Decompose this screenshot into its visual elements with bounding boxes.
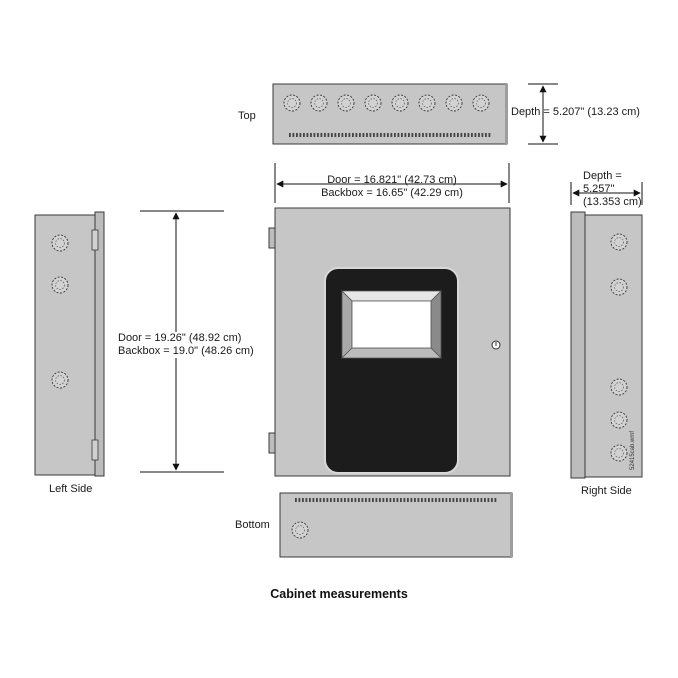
width-door-label: Door = 16.821" (42.73 cm) — [327, 174, 457, 186]
knockout-icon — [418, 94, 436, 112]
knockout-icon — [51, 234, 69, 252]
knockout-icon — [610, 233, 628, 251]
right-depth-line2: 5.257" — [583, 183, 615, 195]
knockout-icon — [337, 94, 355, 112]
height-backbox-label: Backbox = 19.0" (48.26 cm) — [118, 345, 254, 358]
top-depth-dimension — [528, 83, 558, 145]
top-depth-label: Depth = 5.207" (13.23 cm) — [511, 106, 640, 118]
top-view — [272, 83, 508, 145]
bottom-vent-slots — [295, 498, 497, 502]
front-hinge-top — [268, 227, 276, 249]
right-side-label: Right Side — [581, 485, 632, 497]
top-knockouts — [283, 94, 490, 112]
knockout-icon — [445, 94, 463, 112]
display-window — [341, 290, 442, 359]
knockout-icon — [610, 278, 628, 296]
top-vent-slots — [289, 133, 491, 137]
knockout-icon — [610, 378, 628, 396]
knockout-icon — [610, 444, 628, 462]
knockout-icon — [364, 94, 382, 112]
knockout-icon — [391, 94, 409, 112]
figure-caption: Cabinet measurements — [270, 587, 408, 601]
knockout-icon — [283, 94, 301, 112]
bottom-knockouts — [291, 521, 309, 539]
left-knockouts — [51, 234, 69, 389]
right-depth-line3: (13.353 cm) — [583, 196, 642, 208]
width-backbox-label: Backbox = 16.65" (42.29 cm) — [321, 187, 463, 199]
knockout-icon — [51, 371, 69, 389]
front-view — [268, 207, 511, 477]
width-dimension — [274, 163, 510, 203]
knockout-icon — [51, 276, 69, 294]
right-side-view — [570, 211, 643, 479]
bottom-view — [279, 492, 513, 558]
knockout-icon — [291, 521, 309, 539]
knockout-icon — [472, 94, 490, 112]
knockout-icon — [610, 411, 628, 429]
left-hinge-bottom — [91, 439, 99, 461]
file-id-label: 52415cab.wmf — [630, 430, 636, 470]
right-depth-dimension — [570, 182, 643, 205]
left-side-view — [34, 211, 105, 477]
right-depth-line1: Depth = — [583, 170, 622, 182]
bottom-view-label: Bottom — [235, 519, 270, 531]
knockout-icon — [310, 94, 328, 112]
top-view-label: Top — [238, 110, 256, 122]
right-knockouts — [610, 233, 628, 462]
left-side-label: Left Side — [49, 483, 93, 495]
front-hinge-bottom — [268, 432, 276, 454]
door-lock-icon — [491, 340, 501, 350]
left-hinge-top — [91, 229, 99, 251]
height-door-label: Door = 19.26" (48.92 cm) — [118, 332, 242, 345]
